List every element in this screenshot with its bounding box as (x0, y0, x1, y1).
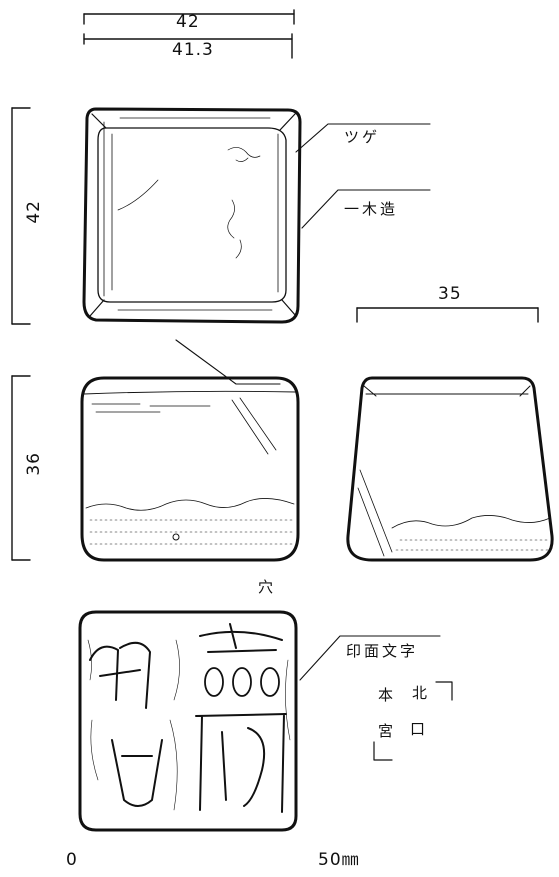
construction-label: 一木造 (344, 200, 399, 218)
top-dimension-lines (83, 9, 295, 59)
left-dimension-36 (11, 375, 31, 561)
seal-reading-bottom-right: 口 (410, 720, 429, 738)
seal-reading-bottom-left: 宮 (378, 722, 397, 740)
dimension-top-height: 42 (24, 200, 44, 224)
seal-side-view (346, 376, 554, 562)
dimension-side-width: 35 (438, 284, 462, 304)
left-dimension-42 (11, 107, 31, 325)
seal-reading-top-right: 北 (412, 684, 431, 702)
face-leader-line (299, 635, 441, 681)
material-label: ツゲ (344, 128, 381, 146)
reading-brackets (373, 681, 453, 761)
dimension-top-width-inner: 41.3 (172, 40, 214, 60)
seal-face-view (78, 610, 298, 832)
seal-top-view (82, 107, 302, 324)
side-dimension-35 (356, 307, 539, 323)
seal-front-view (80, 376, 300, 562)
seal-reading-top-left: 本 (378, 686, 397, 704)
leader-lines (175, 123, 431, 385)
hole-label: 穴 (258, 578, 277, 596)
scale-start: 0 (66, 850, 78, 870)
dimension-top-width-outer: 42 (176, 12, 200, 32)
scale-end: 50㎜ (318, 850, 360, 870)
dimension-side-height: 36 (24, 452, 44, 476)
seal-text-heading: 印面文字 (346, 642, 419, 660)
